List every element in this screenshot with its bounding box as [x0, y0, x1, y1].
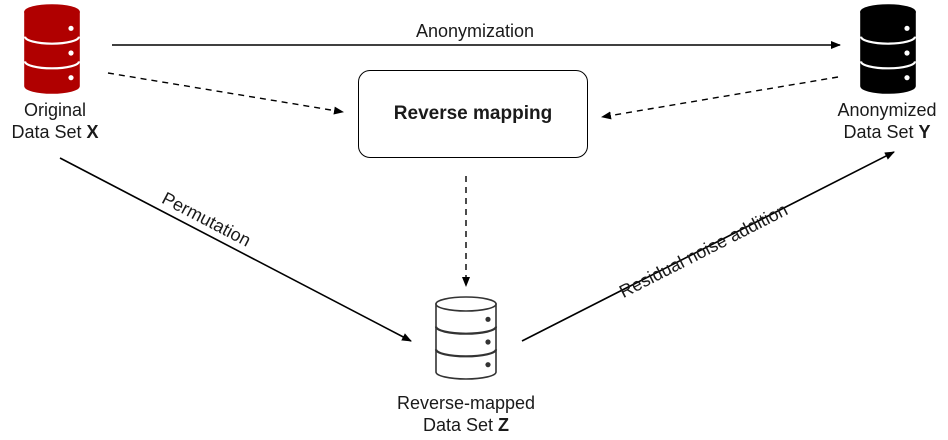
- anonymized-dataset-label: Anonymized Data Set Y: [826, 99, 948, 143]
- anonymization-label: Anonymization: [415, 21, 535, 41]
- reverse-mapped-label-line1: Reverse-mapped: [396, 393, 536, 413]
- anonymized-label-line1: Anonymized: [837, 100, 937, 120]
- reverse-mapping-label: Reverse mapping: [393, 103, 553, 124]
- permutation-arrow: [59, 157, 412, 342]
- original-database-icon: [23, 4, 81, 94]
- reverse-mapped-letter: Z: [498, 415, 510, 435]
- residual-noise-arrow: [521, 151, 895, 342]
- anonymized-label-line2: Data Set Y: [843, 122, 931, 142]
- anonymized-to-reverse-mapping-arrow: [601, 76, 839, 120]
- anonymized-letter: Y: [918, 122, 931, 142]
- reverse-mapped-label-line2: Data Set Z: [422, 415, 510, 435]
- original-letter: X: [86, 122, 99, 142]
- original-label-line1: Original: [23, 100, 87, 120]
- original-label-line2: Data Set X: [11, 122, 99, 142]
- original-to-reverse-mapping-arrow: [107, 72, 344, 115]
- reverse-mapped-database-icon: [434, 296, 498, 380]
- original-dataset-label: Original Data Set X: [0, 99, 110, 143]
- reverse-mapped-dataset-label: Reverse-mapped Data Set Z: [386, 392, 546, 436]
- reverse-mapping-box: Reverse mapping: [358, 70, 588, 158]
- anonymized-database-icon: [859, 4, 917, 94]
